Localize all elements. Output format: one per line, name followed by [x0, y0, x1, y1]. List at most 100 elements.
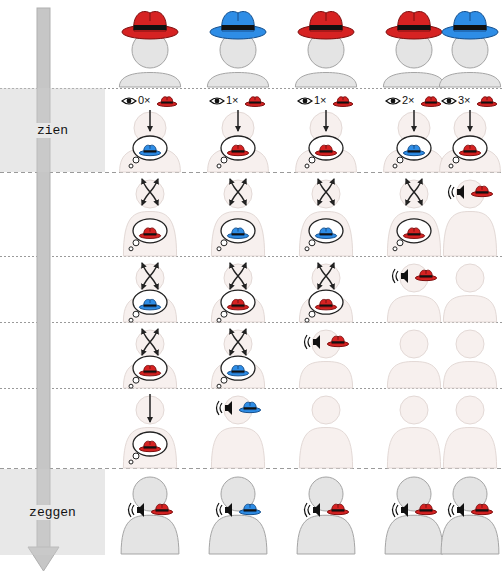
bubble-cloud	[397, 136, 431, 160]
thought-bubble	[129, 356, 167, 388]
person-body	[387, 362, 440, 389]
bubble-dot	[309, 311, 315, 317]
swap-arrow	[142, 263, 158, 289]
person-body	[387, 428, 440, 469]
thought-bubble	[217, 290, 255, 322]
hat-crown	[408, 228, 420, 235]
hat-crown	[420, 504, 432, 511]
sound-wave	[396, 271, 398, 281]
speaker-body	[313, 335, 320, 349]
sound-wave	[452, 187, 454, 197]
hat-icon	[315, 299, 336, 309]
hat-dent	[431, 97, 432, 100]
hat-crown	[420, 270, 432, 277]
hat-icon	[151, 504, 172, 514]
hat-band	[420, 275, 433, 277]
person-head	[309, 477, 343, 511]
hat-brim	[210, 25, 266, 39]
eye-pupil	[215, 99, 220, 104]
swap-arrow	[318, 179, 334, 205]
hat-dent	[326, 13, 327, 21]
hat-icon	[122, 12, 178, 39]
count-label: 3×	[458, 95, 471, 106]
person-head	[312, 396, 340, 424]
hat-dent	[414, 229, 415, 232]
person-head	[136, 330, 164, 358]
hat-dent	[150, 229, 151, 232]
hat-icon	[471, 504, 492, 514]
hat-dent	[238, 366, 239, 369]
sound-wave	[305, 335, 308, 349]
hat-band	[133, 25, 166, 30]
person-body	[299, 296, 352, 323]
hat-dent	[150, 366, 151, 369]
count-label: 1×	[314, 95, 327, 106]
hat-icon	[139, 299, 160, 309]
hat-crown	[156, 504, 168, 511]
swap-arrow	[318, 263, 334, 289]
speaker-icon	[305, 503, 321, 517]
phase-label: zien	[34, 123, 71, 138]
faded-person	[299, 264, 352, 322]
person-figure	[295, 32, 356, 87]
hat-icon	[315, 145, 336, 155]
faded-person	[443, 330, 496, 388]
person-figure	[207, 32, 268, 87]
swap-arrow	[230, 263, 246, 289]
thought-bubble	[217, 219, 255, 251]
bubble-dot	[221, 311, 227, 317]
think-arrow	[237, 110, 239, 131]
swap-arrow	[406, 179, 422, 205]
eye-outline	[298, 98, 312, 104]
hat-crown	[337, 97, 348, 104]
hat-dent	[470, 146, 471, 149]
hat-dent	[150, 442, 151, 445]
hat-band	[464, 150, 477, 152]
faded-person	[211, 330, 264, 388]
hat-crown	[232, 228, 244, 235]
person-body	[297, 515, 355, 554]
hat-crown	[244, 504, 256, 511]
faded-person	[443, 396, 496, 468]
hat-dent	[482, 505, 483, 508]
person-body	[211, 212, 264, 257]
person-figure	[297, 477, 355, 554]
person-head	[400, 396, 428, 424]
person-head	[397, 477, 431, 511]
hat-band	[309, 25, 342, 30]
speaker-icon	[393, 269, 409, 283]
hat-icon	[477, 97, 497, 107]
bubble-dot	[453, 157, 459, 163]
hat-band	[144, 446, 157, 448]
bubble-dot	[221, 377, 227, 383]
bubble-cloud	[133, 356, 167, 380]
hat-dent	[238, 146, 239, 149]
bubble-dot	[305, 164, 309, 168]
bubble-dot	[133, 240, 139, 246]
person-head	[400, 330, 428, 358]
hat-crown	[408, 145, 420, 152]
sound-wave	[308, 505, 310, 515]
bubble-dot	[217, 164, 221, 168]
speaker-icon	[217, 401, 233, 415]
hat-icon	[421, 97, 441, 107]
bubble-dot	[133, 377, 139, 383]
swap-arrow	[142, 329, 158, 355]
hat-dent	[487, 97, 488, 100]
swap-arrow	[230, 329, 246, 355]
hat-crown	[476, 186, 488, 193]
sound-wave	[396, 505, 398, 515]
speaker-body	[401, 269, 408, 283]
speaker-icon	[217, 503, 233, 517]
person-body	[295, 73, 356, 88]
speaker-icon	[449, 503, 465, 517]
eye-outline	[210, 98, 224, 104]
hat-band	[476, 509, 489, 511]
faded-person	[387, 330, 440, 388]
eye-outline	[386, 98, 400, 104]
sound-wave	[449, 503, 452, 517]
hat-icon	[442, 12, 498, 39]
think-arrow	[149, 394, 151, 422]
person-figure	[121, 477, 179, 554]
hat-band	[453, 25, 486, 30]
